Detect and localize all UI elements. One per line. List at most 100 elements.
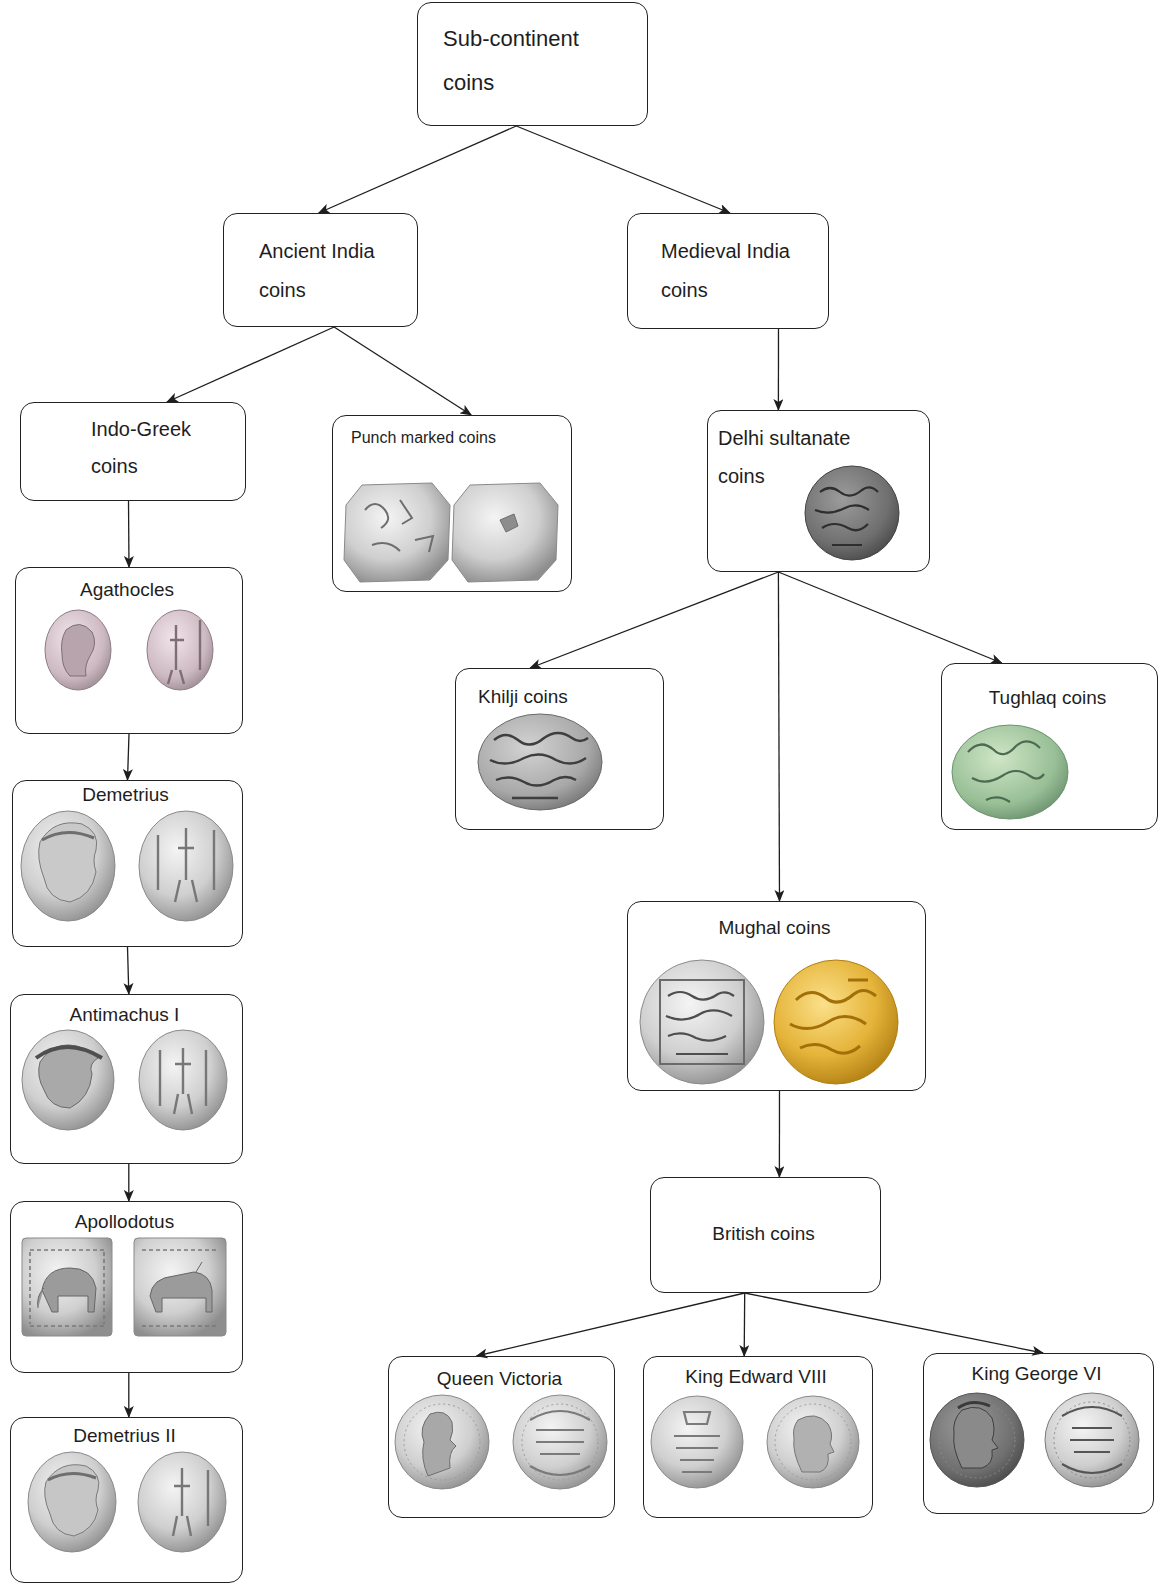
coin-category-box: Indo-Greek coins <box>20 402 246 501</box>
arrow-connector <box>167 327 334 402</box>
coin-detail <box>478 714 602 810</box>
coin-detail <box>1054 1402 1130 1478</box>
arrow-connector <box>516 126 730 213</box>
box-label: Agathocles <box>16 578 238 603</box>
box-label: Ancient India coins <box>259 232 409 310</box>
victoria-coin <box>395 1395 607 1489</box>
arrow-connector <box>778 572 1001 663</box>
coin-detail <box>490 733 588 798</box>
coin-detail <box>775 1404 851 1480</box>
khilji-coin <box>478 714 602 810</box>
coin-detail <box>958 1402 990 1408</box>
arrow-connector <box>334 327 471 415</box>
coin-detail <box>45 1465 99 1536</box>
coin-detail <box>168 620 200 684</box>
coin-detail <box>147 610 213 690</box>
coin-detail <box>158 828 214 902</box>
box-label: King George VI <box>924 1362 1149 1387</box>
box-label: Delhi sultanate coins <box>718 419 893 495</box>
box-label: Punch marked coins <box>351 424 501 453</box>
box-label: Khilji coins <box>478 685 657 710</box>
tughlaq-coin <box>952 725 1068 819</box>
arrow-connector <box>128 501 130 567</box>
coin-detail <box>138 1452 226 1552</box>
coin-detail <box>640 960 764 1084</box>
coin-detail <box>173 1468 208 1536</box>
arrow-connector <box>779 1091 780 1177</box>
delhi-sultanate-coin <box>805 466 899 560</box>
coin-detail <box>939 1402 1015 1478</box>
box-label: Demetrius II <box>11 1424 238 1449</box>
edward-coin <box>651 1396 859 1488</box>
agathocles-coin <box>45 610 213 690</box>
coin-category-box: Queen Victoria <box>388 1356 615 1518</box>
coin-detail <box>36 1047 102 1058</box>
coin-category-box: Demetrius II <box>10 1417 243 1583</box>
coin-detail <box>500 514 518 532</box>
coin-detail <box>142 1250 218 1326</box>
coin-detail <box>21 811 115 921</box>
box-label: Medieval India coins <box>661 232 821 310</box>
coin-detail <box>666 992 734 1054</box>
coin-detail <box>134 1238 226 1336</box>
coin-detail <box>39 1045 98 1108</box>
coin-detail <box>404 1404 480 1480</box>
coin-detail <box>790 980 876 1053</box>
coin-detail <box>38 1268 96 1312</box>
coin-detail <box>139 1030 227 1130</box>
coin-detail <box>805 466 899 560</box>
coin-category-box: King Edward VIII <box>643 1356 873 1518</box>
arrow-connector <box>745 1293 1043 1353</box>
arrow-connector <box>128 1373 129 1417</box>
box-label: Indo-Greek coins <box>91 411 226 485</box>
coin-detail <box>160 1048 206 1114</box>
coin-detail <box>42 832 94 840</box>
box-label: Sub-continent coins <box>443 17 623 105</box>
punch-marked-coin <box>344 483 450 582</box>
box-label: Tughlaq coins <box>942 686 1153 711</box>
mughal-coin <box>640 960 898 1084</box>
arrow-connector <box>128 1164 129 1201</box>
coin-detail <box>422 1412 456 1476</box>
coin-detail <box>530 1411 590 1475</box>
coin-detail <box>365 500 433 552</box>
coin-detail <box>22 1030 114 1130</box>
coin-detail <box>48 1473 96 1480</box>
arrow-connector <box>778 329 779 410</box>
box-label: British coins <box>651 1222 876 1247</box>
arrow-connector <box>319 126 517 213</box>
box-label: Demetrius <box>13 783 238 808</box>
box-label: Queen Victoria <box>389 1367 610 1392</box>
arrow-connector <box>530 572 778 668</box>
coin-detail <box>1062 1407 1122 1473</box>
coin-category-box: Medieval India coins <box>627 213 829 329</box>
coin-detail <box>767 1396 859 1488</box>
box-label: Apollodotus <box>11 1210 238 1235</box>
coin-category-box: Mughal coins <box>627 901 926 1091</box>
arrow-connector <box>778 572 779 901</box>
punch-marked-coin <box>452 483 558 582</box>
coin-category-box: Antimachus I <box>10 994 243 1164</box>
coin-detail <box>774 960 898 1084</box>
coin-category-box: Delhi sultanate coins <box>707 410 930 572</box>
demetrius-ii-coin <box>28 1452 226 1552</box>
apollodotus-coin <box>22 1238 226 1336</box>
arrow-connector <box>744 1293 746 1356</box>
antimachus-coin <box>22 1030 227 1130</box>
arrow-connector <box>128 734 130 780</box>
coin-detail <box>30 1250 104 1326</box>
box-label: Antimachus I <box>11 1003 238 1028</box>
coin-category-box: British coins <box>650 1177 881 1293</box>
coin-detail <box>513 1395 607 1489</box>
coin-detail <box>651 1396 743 1488</box>
coin-category-box: Agathocles <box>15 567 243 734</box>
coin-category-box: Demetrius <box>12 780 243 947</box>
arrow-connector <box>477 1293 745 1356</box>
box-label: Mughal coins <box>628 916 921 941</box>
coin-detail <box>968 741 1044 802</box>
coin-detail <box>139 811 233 921</box>
coin-detail <box>952 725 1068 819</box>
george-coin <box>930 1393 1139 1487</box>
